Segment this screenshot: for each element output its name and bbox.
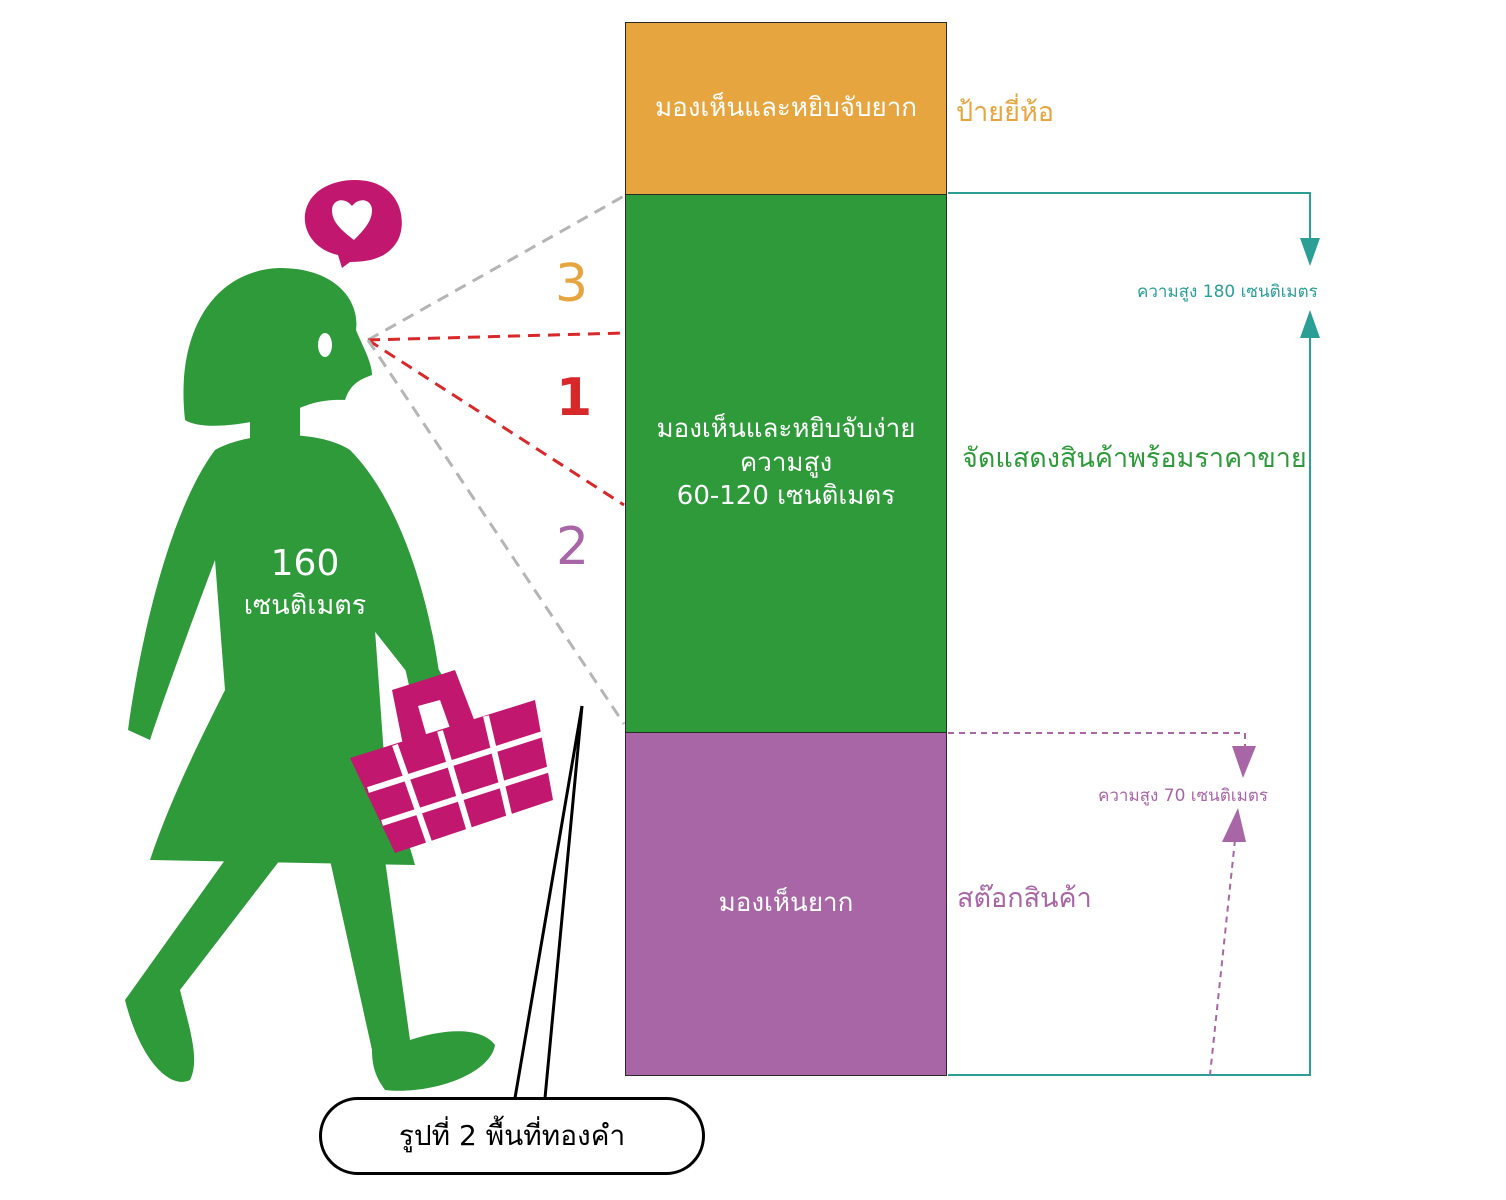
zone-golden: มองเห็นและหยิบจับง่าย ความสูง 60-120 เซน… — [625, 194, 947, 733]
zone-middle-line2: ความสูง — [739, 447, 833, 478]
side-label-stock: สต๊อกสินค้า — [957, 883, 1092, 914]
zone-middle-line1: มองเห็นและหยิบจับง่าย — [656, 413, 916, 444]
sight-lines — [366, 194, 626, 725]
heart-speech-bubble-icon — [304, 180, 402, 268]
sight-line-red-upper — [367, 331, 625, 342]
person-height-value: 160 — [270, 543, 340, 584]
arrow-up-icon — [1222, 808, 1246, 842]
dimension-label-180: ความสูง 180 เซนติเมตร — [1137, 282, 1318, 302]
zone-number-2: 2 — [556, 517, 590, 577]
dimension-180 — [948, 192, 1320, 1076]
zone-number-3: 3 — [555, 254, 589, 314]
figure-caption: รูปที่ 2 พื้นที่ทองคำ — [319, 1097, 705, 1175]
caption-pointer — [513, 705, 584, 1099]
zone-middle-line3: 60-120 เซนติเมตร — [676, 481, 896, 512]
zone-number-1: 1 — [556, 368, 593, 428]
dimension-70 — [948, 732, 1256, 1076]
back-leg — [125, 860, 280, 1082]
shopping-basket-icon — [350, 670, 553, 853]
zone-stock: มองเห็นยาก — [625, 732, 947, 1076]
shopper-figure — [125, 268, 495, 1091]
sight-line-bottom-gray — [366, 339, 626, 725]
zone-bottom-text: มองเห็นยาก — [718, 888, 854, 919]
arm — [350, 540, 445, 695]
dimension-label-70: ความสูง 70 เซนติเมตร — [1098, 786, 1268, 806]
person-height-unit: เซนติเมตร — [243, 590, 367, 621]
zone-hard-to-see: มองเห็นและหยิบจับยาก — [625, 22, 947, 195]
arrow-down-icon — [1232, 746, 1256, 778]
figure-caption-text: รูปที่ 2 พื้นที่ทองคำ — [398, 1119, 626, 1152]
eye-icon — [318, 333, 332, 357]
side-label-display: จัดแสดงสินค้าพร้อมราคาขาย — [962, 443, 1307, 474]
front-leg — [330, 860, 495, 1091]
arrow-up-icon — [1300, 310, 1320, 338]
side-label-brand: ป้ายยี่ห้อ — [956, 97, 1054, 128]
head-hair — [183, 268, 372, 426]
sight-line-top-gray — [367, 194, 625, 342]
sight-line-red-lower — [367, 338, 625, 507]
arrow-down-icon — [1300, 238, 1320, 266]
zone-top-text: มองเห็นและหยิบจับยาก — [654, 92, 918, 123]
